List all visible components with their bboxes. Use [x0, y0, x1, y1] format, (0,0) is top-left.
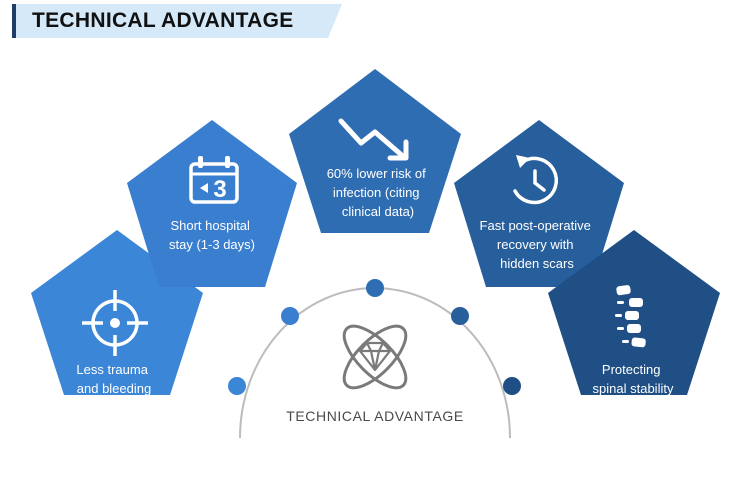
history-clock-icon: [513, 155, 559, 205]
title-banner-shape: [12, 4, 342, 38]
arc-group: [228, 279, 521, 439]
feature-label: 60% lower risk of infection (citing clin…: [327, 166, 430, 219]
arc-dot-2: [281, 307, 299, 325]
arc-dot-4: [451, 307, 469, 325]
spine-icon: [615, 285, 646, 348]
title-banner: TECHNICAL ADVANTAGE: [12, 4, 342, 38]
feature-fast-recovery: Fast post-operative recovery with hidden…: [454, 120, 624, 287]
feature-label: Short hospital stay (1-3 days): [169, 218, 255, 252]
feature-lower-risk: 60% lower risk of infection (citing clin…: [289, 69, 461, 233]
calendar-icon: 3: [189, 156, 239, 204]
calendar-digit: 3: [213, 176, 226, 203]
pentagon-shape: [289, 69, 461, 233]
feature-label: Fast post-operative recovery with hidden…: [480, 218, 595, 271]
page-title: TECHNICAL ADVANTAGE: [32, 9, 294, 32]
diamond-atom-icon: [342, 324, 408, 390]
arc-dot-5: [503, 377, 521, 395]
crosshair-icon: [82, 290, 148, 356]
feature-spinal-stability: Protecting spinal stability: [548, 230, 720, 396]
feature-label: Less trauma and bleeding: [76, 362, 151, 396]
trend-down-icon: [338, 118, 409, 161]
feature-label: Protecting spinal stability: [593, 362, 674, 396]
arc-dot-1: [228, 377, 246, 395]
center-label: TECHNICAL ADVANTAGE: [286, 408, 464, 424]
arc-dot-3: [366, 279, 384, 297]
feature-short-stay: 3 Short hospital stay (1-3 days): [127, 120, 297, 287]
